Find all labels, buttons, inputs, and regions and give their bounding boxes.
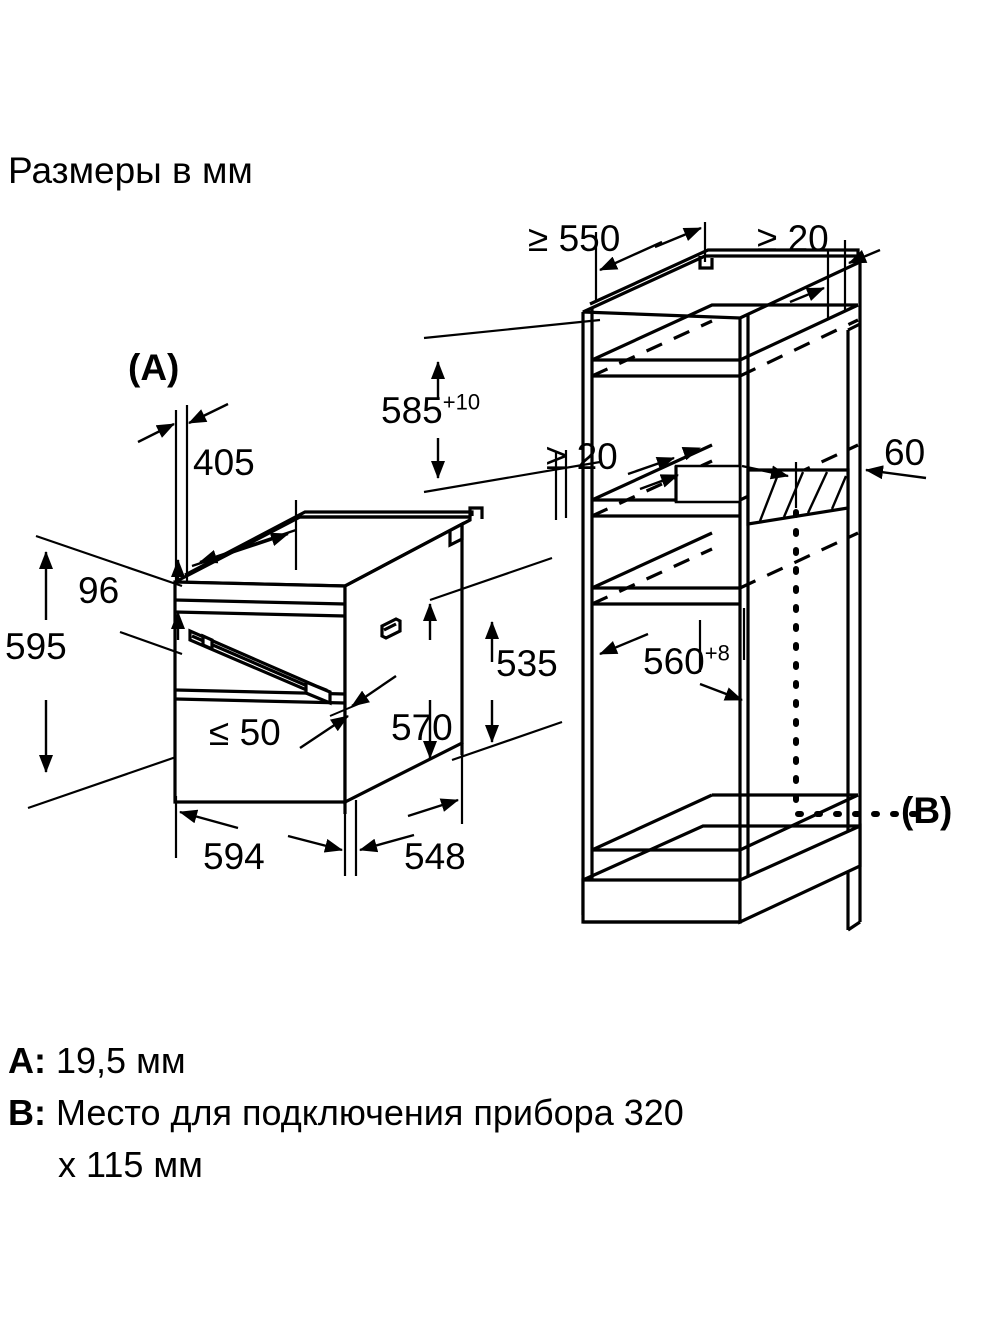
dimension-96-label: 96 bbox=[78, 570, 120, 611]
page-title: Размеры в мм bbox=[8, 150, 253, 191]
dimension-585-label: 585+10 bbox=[381, 389, 481, 431]
legend-item-b: B: Место для подключения прибора 320 bbox=[8, 1092, 684, 1134]
dimension-min20-mid-label: ≥ 20 bbox=[546, 436, 618, 477]
marker-a-label: (A) bbox=[128, 347, 180, 388]
cabinet-dimension-lines bbox=[423, 222, 927, 817]
dimension-560-tolerance: +8 bbox=[704, 640, 730, 666]
dimension-548-label: 548 bbox=[404, 836, 466, 877]
cabinet-body bbox=[581, 248, 862, 932]
legend-text-a: 19,5 мм bbox=[56, 1040, 186, 1081]
dimension-60-label: 60 bbox=[884, 432, 926, 473]
marker-b-label: (B) bbox=[901, 790, 953, 831]
dimension-min550-label: ≥ 550 bbox=[528, 218, 621, 259]
legend-text-b: Место для подключения прибора 320 bbox=[56, 1092, 684, 1133]
legend-key-b: B: bbox=[8, 1092, 46, 1133]
dimension-405-label: 405 bbox=[193, 442, 255, 483]
legend-key-a: A: bbox=[8, 1040, 46, 1081]
dimension-594-label: 594 bbox=[203, 836, 265, 877]
dimension-585-value: 585 bbox=[381, 390, 443, 431]
dimension-585-tolerance: +10 bbox=[442, 389, 481, 415]
dimension-535-label: 535 bbox=[496, 643, 558, 684]
oven-dimension-lines bbox=[27, 402, 563, 876]
dimension-560-value: 560 bbox=[643, 641, 705, 682]
dimension-560-label: 560+8 bbox=[643, 640, 730, 682]
dimension-min20-top-label: ≥ 20 bbox=[757, 218, 829, 259]
dimension-595-label: 595 bbox=[5, 626, 67, 667]
legend-item-b-cont: х 115 мм bbox=[58, 1144, 203, 1186]
dimension-max50-label: ≤ 50 bbox=[209, 712, 281, 753]
dimension-570-label: 570 bbox=[391, 707, 453, 748]
legend-text-b-cont: х 115 мм bbox=[58, 1144, 203, 1185]
legend-item-a: A: 19,5 мм bbox=[8, 1040, 186, 1082]
